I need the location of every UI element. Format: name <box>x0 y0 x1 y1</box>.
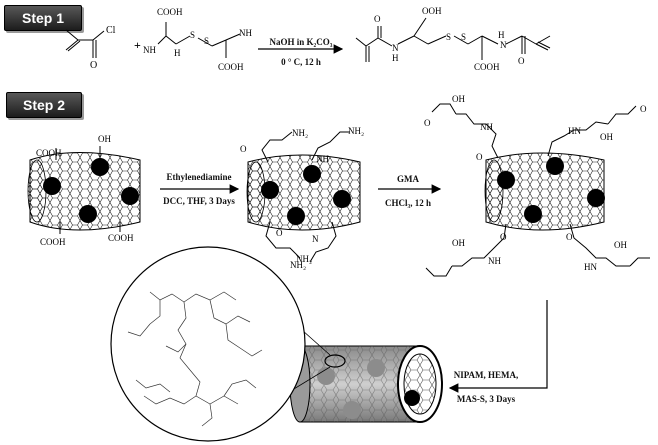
step1-condition-top: NaOH in K₂CO₃ <box>269 37 333 47</box>
nanoparticle <box>287 207 305 225</box>
nanoparticle <box>333 190 351 208</box>
product-s-2: S <box>461 32 466 42</box>
product-n-1: N <box>392 43 399 53</box>
polymer-coated-cnt <box>289 345 443 423</box>
cnt3-hn-2: HN <box>584 262 597 272</box>
step1-condition-bottom: 0 ° C, 12 h <box>281 57 321 67</box>
cnt2-o-2: O <box>276 228 283 238</box>
arrow1-label-top: Ethylenediamine <box>166 172 232 182</box>
step2-arrow-3 <box>448 300 548 393</box>
cnt3-oh-4: OH <box>614 240 627 250</box>
cystine <box>157 22 241 58</box>
cystine-nh2-2: NH <box>239 28 252 38</box>
cnt3-o-1: O <box>424 118 431 128</box>
nanoparticle <box>524 205 542 223</box>
product-o-1: O <box>374 14 381 24</box>
step1-badge: Step 1 <box>4 5 82 31</box>
bis-methacrylamide-cystine <box>355 17 551 62</box>
product-s-1: S <box>446 32 451 42</box>
cnt3-o-4: O <box>500 232 507 242</box>
cystine-cooh-2: COOH <box>218 62 244 72</box>
step2-badge: Step 2 <box>6 92 82 118</box>
cnt3-o-5: O <box>566 232 573 242</box>
cystine-h2: H <box>174 48 181 58</box>
cnt3-oh-3: OH <box>452 238 465 248</box>
cnt2-nh2-1: NH₂ <box>292 128 308 138</box>
cnt-carboxylated <box>27 146 141 234</box>
nanoparticle <box>91 158 109 176</box>
nanoparticle <box>261 181 279 199</box>
polymer-network-zoom <box>110 246 306 442</box>
nanoparticle <box>587 189 605 207</box>
nanoparticle <box>497 171 515 189</box>
cnt2-o-1: O <box>240 144 247 154</box>
cnt-amine-functionalized <box>246 131 361 263</box>
product-ooh: OOH <box>422 6 442 16</box>
o-label: O <box>90 60 97 71</box>
cnt1-cooh-3: COOH <box>108 233 134 243</box>
cnt-gma-modified <box>425 103 650 277</box>
embedded-nanoparticle <box>317 367 335 385</box>
cnt1-oh: OH <box>98 134 111 144</box>
arrow3-label-bottom: MAS-S, 3 Days <box>456 394 516 404</box>
arrow3-label-top: NIPAM, HEMA, <box>453 370 519 380</box>
arrow2-label-bottom: CHCl₃, 12 h <box>385 198 431 208</box>
nanoparticle <box>121 187 139 205</box>
product-o-2: O <box>518 56 525 66</box>
cnt3-nh-1: NH <box>480 122 493 132</box>
cnt2-n: N <box>312 234 319 244</box>
arrow2-label-top: GMA <box>397 174 419 184</box>
cnt2-nh2-4: NH₂ <box>290 260 306 270</box>
cnt3-o-2: O <box>476 152 483 162</box>
cystine-s-2: S <box>204 36 209 46</box>
cnt2-nh2-2: NH₂ <box>348 126 364 136</box>
plus-sign: + <box>134 38 141 52</box>
nanoparticle <box>303 165 321 183</box>
cystine-cooh-1: COOH <box>157 7 183 17</box>
cnt3-hn-1: HN <box>568 126 581 136</box>
embedded-nanoparticle <box>367 359 385 377</box>
cnt1-cooh-2: COOH <box>40 237 66 247</box>
arrow1-label-bottom: DCC, THF, 3 Days <box>163 196 235 206</box>
cnt2-nh-1: NH <box>316 154 329 164</box>
cnt3-nh-2: NH <box>488 256 501 266</box>
nanoparticle <box>546 157 564 175</box>
nanoparticle <box>43 177 61 195</box>
cystine-nh2-1: NH <box>143 45 156 55</box>
cl-label: Cl <box>106 25 116 36</box>
cnt2-nh2-3: NH₂ <box>296 254 312 264</box>
cnt3-o-3: O <box>640 104 647 114</box>
product-h-1: H <box>392 53 399 63</box>
nanoparticle <box>404 390 420 406</box>
embedded-nanoparticle <box>343 401 361 419</box>
nanoparticle <box>79 205 97 223</box>
product-cooh: COOH <box>474 62 500 72</box>
zoom-region <box>324 354 346 368</box>
cnt3-oh-2: OH <box>600 132 613 142</box>
methacryloyl-chloride <box>65 29 105 58</box>
product-n-2: N <box>500 40 507 50</box>
cnt3-oh-1: OH <box>452 94 465 104</box>
cystine-s-1: S <box>190 30 195 40</box>
cnt1-cooh-1: COOH <box>36 148 62 158</box>
product-h-2: H <box>498 30 505 40</box>
